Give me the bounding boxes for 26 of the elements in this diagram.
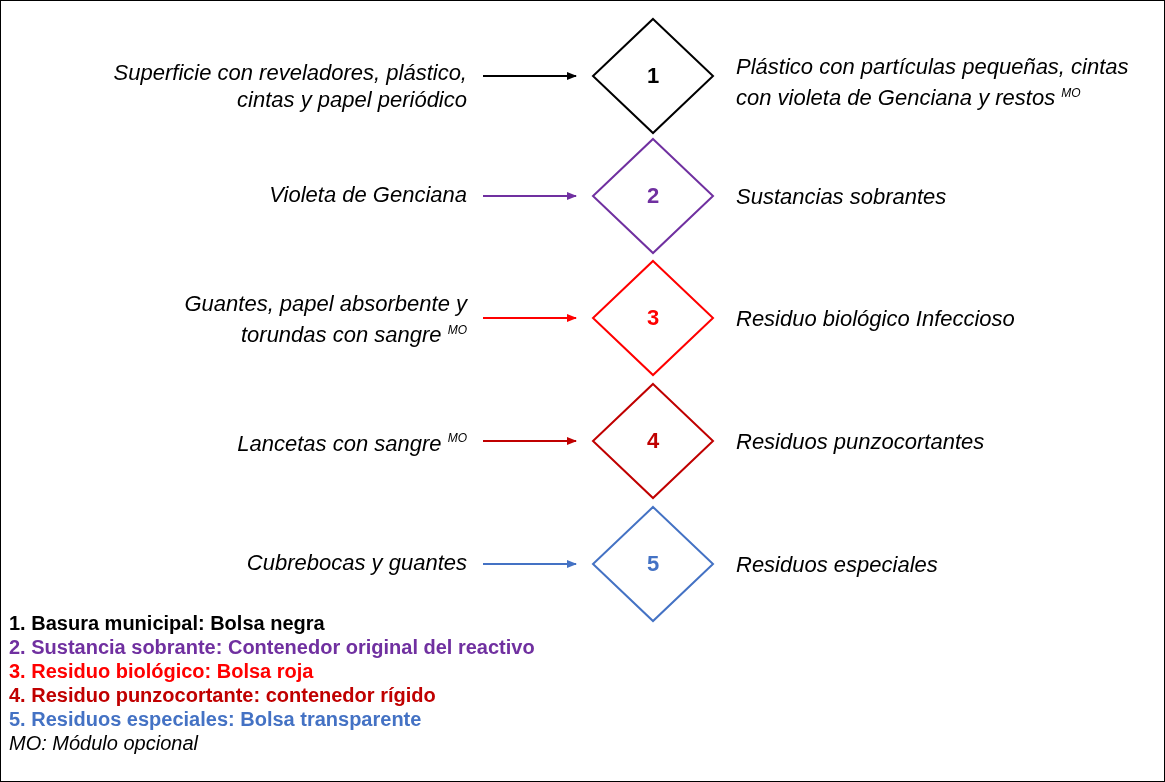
legend-text: 2. Sustancia sobrante: Contenedor original del reactivo (9, 635, 535, 659)
arrow (482, 314, 577, 322)
category-description: Plástico con partículas pequeñas, cintas con violeta de Genciana y restos $^{MO}$ (736, 52, 1130, 112)
category-number: 1 (646, 63, 660, 89)
category-description: Sustancias sobrantes (736, 182, 948, 210)
legend-text: 1. Basura municipal: Bolsa negra (9, 611, 325, 635)
arrow (482, 437, 577, 445)
legend-text: 3. Residuo biológico: Bolsa roja (9, 659, 314, 683)
arrow (482, 560, 577, 568)
item-text: Cubrebocas y guantes (107, 548, 467, 576)
legend-text: 4. Residuo punzocortante: contenedor rígido (9, 683, 436, 707)
item-text: Violeta de Genciana (107, 180, 467, 208)
item-text: Lancetas con sangre $^{MO}$ (107, 425, 467, 457)
category-description: Residuos punzocortantes (736, 427, 986, 455)
arrow (482, 192, 577, 200)
category-description: Residuo biológico Infeccioso (736, 304, 1016, 332)
item-text: Guantes, papel absorbente y torundas con sangre $^{MO}$ (107, 289, 467, 349)
legend-text: MO: Módulo opcional (9, 731, 198, 755)
category-number: 2 (646, 183, 660, 209)
legend-text: 5. Residuos especiales: Bolsa transparente (9, 707, 422, 731)
category-number: 3 (646, 305, 660, 331)
item-text: Superficie con reveladores, plástico, cintas y papel periódico (107, 59, 467, 113)
arrow (482, 72, 577, 80)
category-number: 5 (646, 551, 660, 577)
category-description: Residuos especiales (736, 550, 939, 578)
category-number: 4 (646, 428, 660, 454)
